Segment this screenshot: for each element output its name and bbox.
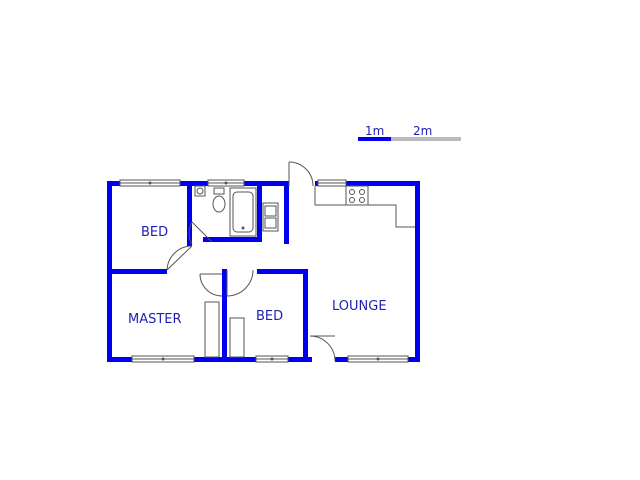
window-top-bath [207, 179, 245, 187]
scale-bar: 1m 2m [358, 124, 461, 141]
scale-label-2m: 2m [413, 124, 432, 138]
door-back [309, 335, 336, 362]
basin-icon [194, 185, 206, 197]
fixtures [194, 185, 415, 358]
toilet-icon [212, 187, 226, 213]
wall-outer-top-right [315, 181, 420, 186]
wall-bed-master-divider [107, 269, 167, 274]
room-label-master: MASTER [128, 312, 182, 327]
wall-master-right [222, 269, 227, 362]
wall-bed-bath-divider [187, 181, 192, 246]
wall-bath-bottom [203, 237, 262, 242]
window-bottom-lounge [347, 355, 409, 363]
cupboard-master [204, 301, 220, 358]
wall-bed2-right [303, 269, 308, 362]
wall-bed2-top [257, 269, 307, 274]
window-bottom-bed [255, 355, 289, 363]
room-label-bed-2: BED [256, 309, 283, 324]
scale-label-1m: 1m [365, 124, 384, 138]
doors [166, 161, 336, 362]
door-bath [188, 221, 213, 245]
room-labels: BED MASTER BED LOUNGE [128, 225, 387, 327]
window-bottom-master [131, 355, 195, 363]
door-bed-1 [166, 245, 193, 271]
wall-outer-top-left [107, 181, 289, 186]
windows [119, 179, 409, 363]
wall-outer-right [415, 181, 420, 362]
kitchen-sink-icon [262, 202, 279, 232]
door-front-entry [288, 161, 314, 187]
window-top-lounge [317, 179, 347, 187]
wall-sink-right [284, 181, 289, 244]
wall-outer-bottom-left [107, 357, 312, 362]
wall-bath-right [257, 181, 262, 242]
scale-bar-segment-2m [391, 137, 461, 141]
door-master [199, 273, 223, 297]
bathtub-icon [229, 187, 257, 237]
cupboard-bed-2 [229, 317, 245, 358]
window-top-bed [119, 179, 181, 187]
scale-bar-segment-1m [358, 137, 391, 141]
room-label-bed-1: BED [141, 225, 168, 240]
door-bed-2 [226, 269, 254, 297]
room-label-lounge: LOUNGE [332, 299, 387, 314]
kitchen-counter [314, 186, 415, 228]
stove-icon [345, 185, 369, 206]
